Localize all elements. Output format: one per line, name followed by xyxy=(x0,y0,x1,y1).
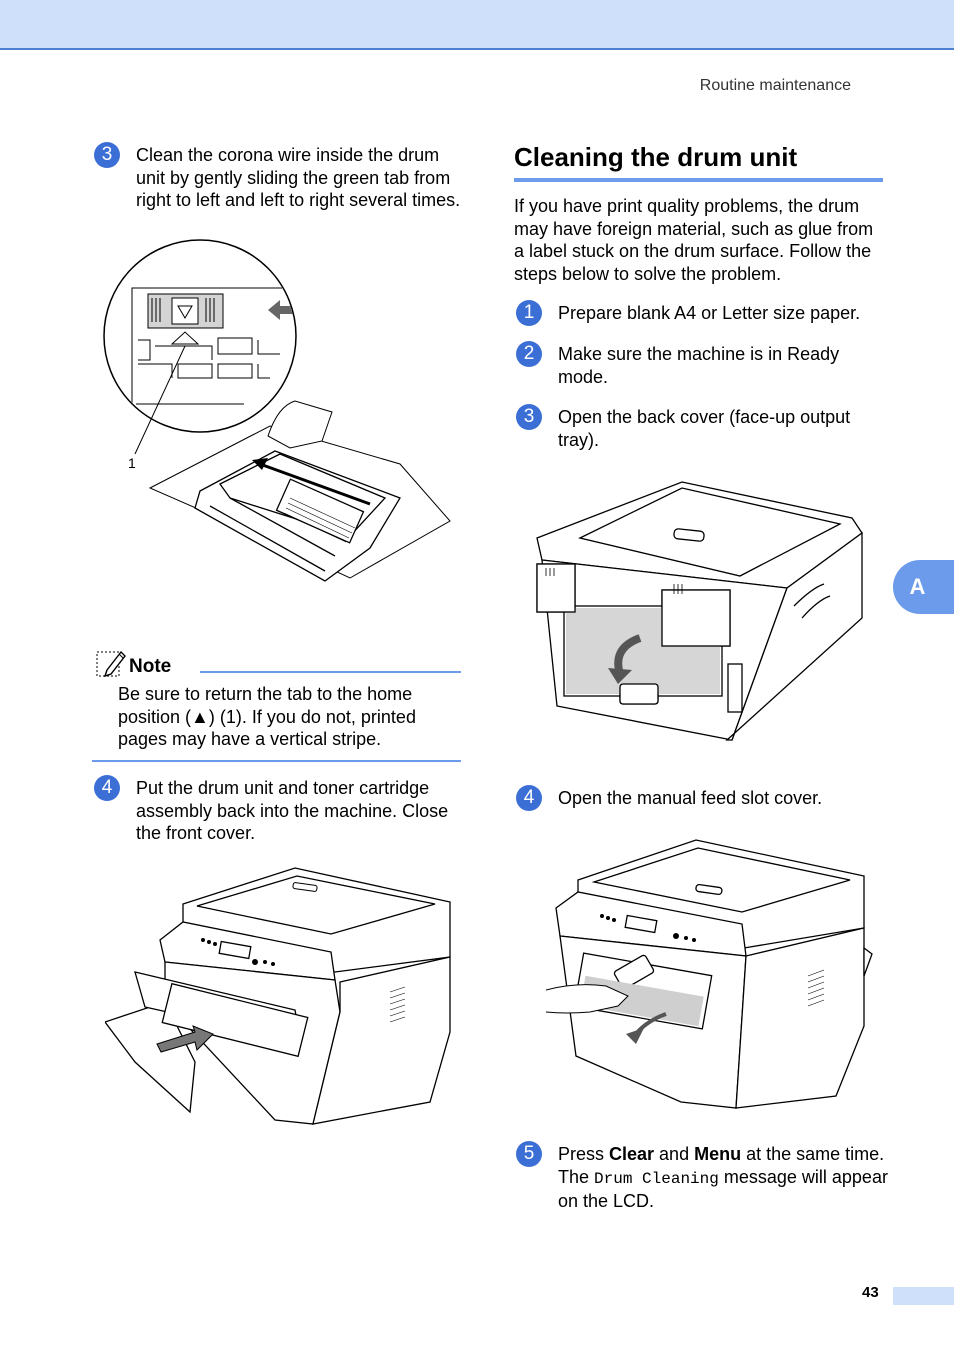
right-step-2: 2 Make sure the machine is in Ready mode… xyxy=(516,341,888,388)
right-step-5: 5 Press Clear and Menu at the same time.… xyxy=(516,1141,888,1213)
step-number: 3 xyxy=(516,404,542,430)
note-title: Note xyxy=(129,656,172,677)
callout-label: 1 xyxy=(128,455,136,471)
step-number: 4 xyxy=(94,775,120,801)
note-divider-top xyxy=(200,671,461,673)
step-text: Put the drum unit and toner cartridge as… xyxy=(136,778,449,843)
step-text: Open the manual feed slot cover. xyxy=(558,788,823,808)
step-number: 1 xyxy=(516,300,542,326)
menu-key-label: Menu xyxy=(694,1144,742,1164)
section-heading: Cleaning the drum unit xyxy=(514,142,798,172)
page-number: 43 xyxy=(862,1284,879,1301)
step-number: 3 xyxy=(94,142,120,168)
heading-rule xyxy=(514,178,883,182)
left-step-3: 3 Clean the corona wire inside the drum … xyxy=(94,142,466,212)
step-number: 2 xyxy=(516,341,542,367)
corona-wire-illustration: 1 xyxy=(100,236,460,596)
left-step-4: 4 Put the drum unit and toner cartridge … xyxy=(94,775,466,845)
lcd-message: Drum Cleaning xyxy=(594,1169,719,1188)
header-band xyxy=(0,0,954,50)
step5-text-post1: at the same time. The xyxy=(558,1144,885,1187)
page-number-bar xyxy=(893,1287,954,1305)
right-step-1: 1 Prepare blank A4 or Letter size paper. xyxy=(516,300,888,326)
step-text: Open the back cover (face-up output tray… xyxy=(558,407,851,450)
intro-paragraph: If you have print quality problems, the … xyxy=(514,196,874,284)
note-body: Be sure to return the tab to the home po… xyxy=(118,684,416,749)
step-text: Clean the corona wire inside the drum un… xyxy=(136,145,461,210)
pencil-icon xyxy=(95,648,127,680)
step-text: Make sure the machine is in Ready mode. xyxy=(558,344,840,387)
chapter-tab: A xyxy=(893,560,954,614)
running-head: Routine maintenance xyxy=(699,77,851,94)
step5-text-pre: Press xyxy=(558,1144,610,1164)
install-drum-illustration xyxy=(105,862,455,1127)
step-number: 5 xyxy=(516,1141,542,1167)
step-text: Press Clear and Menu at the same time. T… xyxy=(558,1143,888,1213)
back-cover-illustration xyxy=(532,478,867,744)
step5-text-post2: message will appear on the LCD. xyxy=(558,1166,888,1212)
right-step-4: 4 Open the manual feed slot cover. xyxy=(516,785,888,811)
step5-text-mid: and xyxy=(654,1144,695,1164)
chapter-tab-label: A xyxy=(909,574,926,599)
note-divider-bottom xyxy=(92,760,461,762)
manual-feed-illustration xyxy=(546,836,874,1112)
step-number: 4 xyxy=(516,785,542,811)
step-text: Prepare blank A4 or Letter size paper. xyxy=(558,303,861,323)
clear-key-label: Clear xyxy=(609,1144,655,1164)
right-step-3: 3 Open the back cover (face-up output tr… xyxy=(516,404,888,451)
